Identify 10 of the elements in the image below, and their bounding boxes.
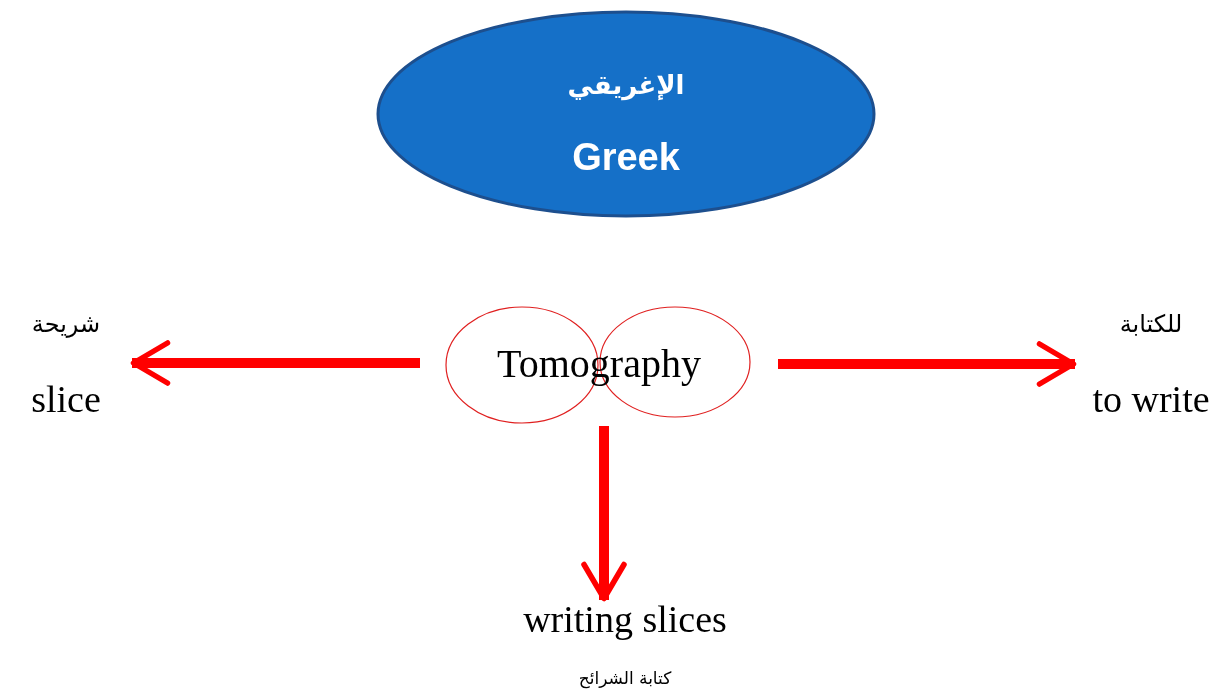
word-label: writing slices: [522, 600, 728, 638]
word-label: للكتابة: [1118, 312, 1184, 336]
node-label: Greek: [571, 138, 681, 176]
word-label: شريحة: [30, 312, 102, 336]
arrow: [130, 340, 420, 386]
word-label: كتابة الشرائح: [577, 670, 673, 687]
arrow: [778, 341, 1077, 387]
word-label: slice: [30, 380, 102, 418]
word-label: to write: [1091, 380, 1211, 418]
ellipse-shape: [376, 10, 876, 218]
